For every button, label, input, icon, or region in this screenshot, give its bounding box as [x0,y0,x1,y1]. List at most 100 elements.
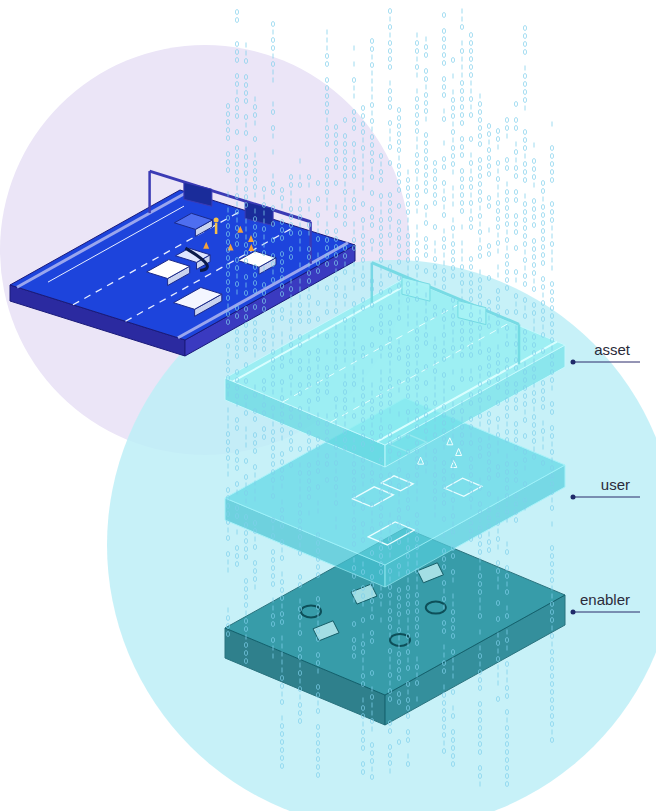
binary-digit [417,177,418,182]
binary-digit [235,18,238,23]
binary-digit [363,378,364,383]
binary-digit [282,604,283,609]
binary-digit [253,113,256,118]
binary-digit [273,326,274,331]
binary-digit [235,466,238,471]
binary-digit [444,653,445,658]
binary-digit [424,429,427,434]
binary-digit [442,333,445,338]
binary-digit [442,269,445,274]
binary-digit [417,321,418,326]
binary-digit [334,349,337,354]
binary-digit [388,729,391,734]
binary-digit [244,491,247,496]
binary-digit [390,129,391,134]
binary-digit [271,558,274,563]
binary-digit [228,208,229,213]
binary-digit [507,246,508,251]
binary-digit [433,185,436,190]
binary-digit [372,767,373,772]
binary-digit [370,239,373,244]
binary-digit [505,750,508,755]
binary-digit [282,340,283,345]
binary-digit [352,118,355,123]
binary-digit [480,558,481,563]
binary-digit [300,695,301,700]
binary-digit [354,262,355,267]
binary-digit [507,422,508,427]
binary-digit [244,459,247,464]
binary-digit [352,414,355,419]
binary-digit [316,733,319,738]
binary-digit [469,265,472,270]
binary-digit [291,327,292,332]
binary-digit [471,89,472,94]
binary-digit [399,620,400,625]
binary-digit [390,601,391,606]
binary-digit [352,110,355,115]
binary-digit [505,766,508,771]
binary-digit [390,17,391,22]
binary-digit [498,249,499,254]
binary-digit [316,381,319,386]
binary-digit [442,13,445,18]
binary-digit [289,439,292,444]
binary-digit [298,519,301,524]
binary-digit [334,309,337,314]
binary-digit [415,49,418,54]
camper-van [174,288,222,317]
binary-digit [318,509,319,514]
binary-digit [442,181,445,186]
binary-digit [451,98,454,103]
binary-digit [469,201,472,206]
binary-digit [298,231,301,236]
binary-digit [226,240,229,245]
binary-digit [316,357,319,362]
binary-digit [469,281,472,286]
binary-digit [226,136,229,141]
binary-digit [390,769,391,774]
binary-digit [507,646,508,651]
binary-digit [253,321,256,326]
binary-digit [228,392,229,397]
binary-digit [417,393,418,398]
binary-digit [523,130,526,135]
binary-digit [244,579,247,584]
binary-digit [253,561,256,566]
binary-digit [379,394,382,399]
binary-digit [480,422,481,427]
binary-digit [406,178,409,183]
binary-digit [496,137,499,142]
binary-digit [271,614,274,619]
binary-digit [244,379,247,384]
binary-digit [226,432,229,437]
binary-digit [255,353,256,358]
binary-digit [361,746,364,751]
binary-digit [442,165,445,170]
binary-digit [550,218,553,223]
binary-digit [397,116,400,121]
binary-digit [478,326,481,331]
binary-digit [397,668,400,673]
binary-digit [372,687,373,692]
binary-digit [543,293,544,298]
binary-digit [388,753,391,758]
binary-digit [361,682,364,687]
binary-digit [307,463,310,468]
binary-digit [343,134,346,139]
binary-digit [316,605,319,610]
binary-digit [478,134,481,139]
binary-digit [453,706,454,711]
binary-digit [408,218,409,223]
binary-digit [532,239,535,244]
binary-digit [280,460,283,465]
binary-digit [235,458,238,463]
binary-digit [460,345,463,350]
binary-digit [469,481,472,486]
binary-digit [442,717,445,722]
binary-digit [370,719,373,724]
binary-digit [460,265,463,270]
binary-digit [462,41,463,46]
binary-digit [505,734,508,739]
binary-digit [424,173,427,178]
